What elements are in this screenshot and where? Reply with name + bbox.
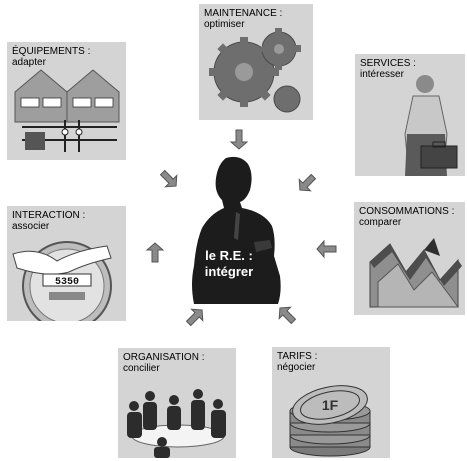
gears-icon — [209, 28, 301, 113]
panel-subtitle: concilier — [123, 363, 160, 374]
panel-title: ORGANISATION : — [123, 352, 205, 363]
panel-label: MAINTENANCE : optimiser — [204, 8, 282, 30]
panel-title: CONSOMMATIONS : — [359, 206, 455, 217]
heating-system-icon — [14, 69, 120, 152]
handshake-meter-icon: 5350 — [12, 241, 112, 321]
cycle-arrow-icon — [185, 308, 204, 327]
panel-title: ÉQUIPEMENTS : — [12, 46, 91, 57]
panel-label: SERVICES : intéresser — [360, 58, 416, 80]
panel-subtitle: négocier — [277, 362, 316, 373]
panel-organisation: ORGANISATION : concilier — [118, 348, 236, 458]
panel-subtitle: comparer — [359, 217, 402, 228]
meter-display: 5350 — [55, 277, 79, 288]
panel-equipements: ÉQUIPEMENTS : adapter — [7, 42, 126, 160]
center-label-line2: intégrer — [204, 264, 254, 279]
panel-title: INTERACTION : — [12, 210, 86, 221]
panel-subtitle: associer — [12, 221, 50, 232]
panel-maintenance: MAINTENANCE : optimiser — [199, 4, 313, 120]
panel-services: SERVICES : intéresser — [355, 54, 465, 176]
meeting-icon — [127, 389, 226, 458]
person-silhouette-icon — [192, 156, 281, 304]
panel-title: TARIFS : — [277, 351, 318, 362]
panel-consommations: CONSOMMATIONS : comparer — [354, 202, 465, 315]
panel-label: CONSOMMATIONS : comparer — [359, 206, 454, 228]
cycle-arrow-icon — [145, 242, 165, 263]
coins-icon: 1F — [289, 385, 371, 457]
panel-subtitle: intéresser — [360, 69, 404, 80]
center-label: le R.E. : intégrer — [192, 248, 266, 280]
central-figure: le R.E. : intégrer — [188, 156, 284, 304]
cycle-arrow-icon — [159, 169, 178, 188]
cycle-arrow-icon — [278, 306, 297, 325]
panel-label: ORGANISATION : concilier — [123, 352, 205, 374]
panel-interaction: INTERACTION : associer 5350 — [7, 206, 126, 321]
technician-icon — [404, 75, 458, 176]
cycle-arrow-icon — [298, 173, 317, 192]
cycle-arrow-icon — [316, 239, 337, 259]
consumption-chart-icon — [369, 238, 462, 308]
panel-subtitle: optimiser — [204, 19, 245, 30]
cycle-arrow-icon — [229, 129, 249, 150]
panel-label: INTERACTION : associer — [12, 210, 85, 232]
panel-label: TARIFS : négocier — [277, 351, 317, 373]
panel-subtitle: adapter — [12, 57, 46, 68]
coin-label: 1F — [322, 397, 339, 413]
panel-tarifs: TARIFS : négocier 1F — [272, 347, 390, 458]
panel-title: SERVICES : — [360, 58, 416, 69]
panel-title: MAINTENANCE : — [204, 8, 283, 19]
center-label-line1: le R.E. : — [205, 248, 253, 263]
panel-label: ÉQUIPEMENTS : adapter — [12, 46, 90, 68]
